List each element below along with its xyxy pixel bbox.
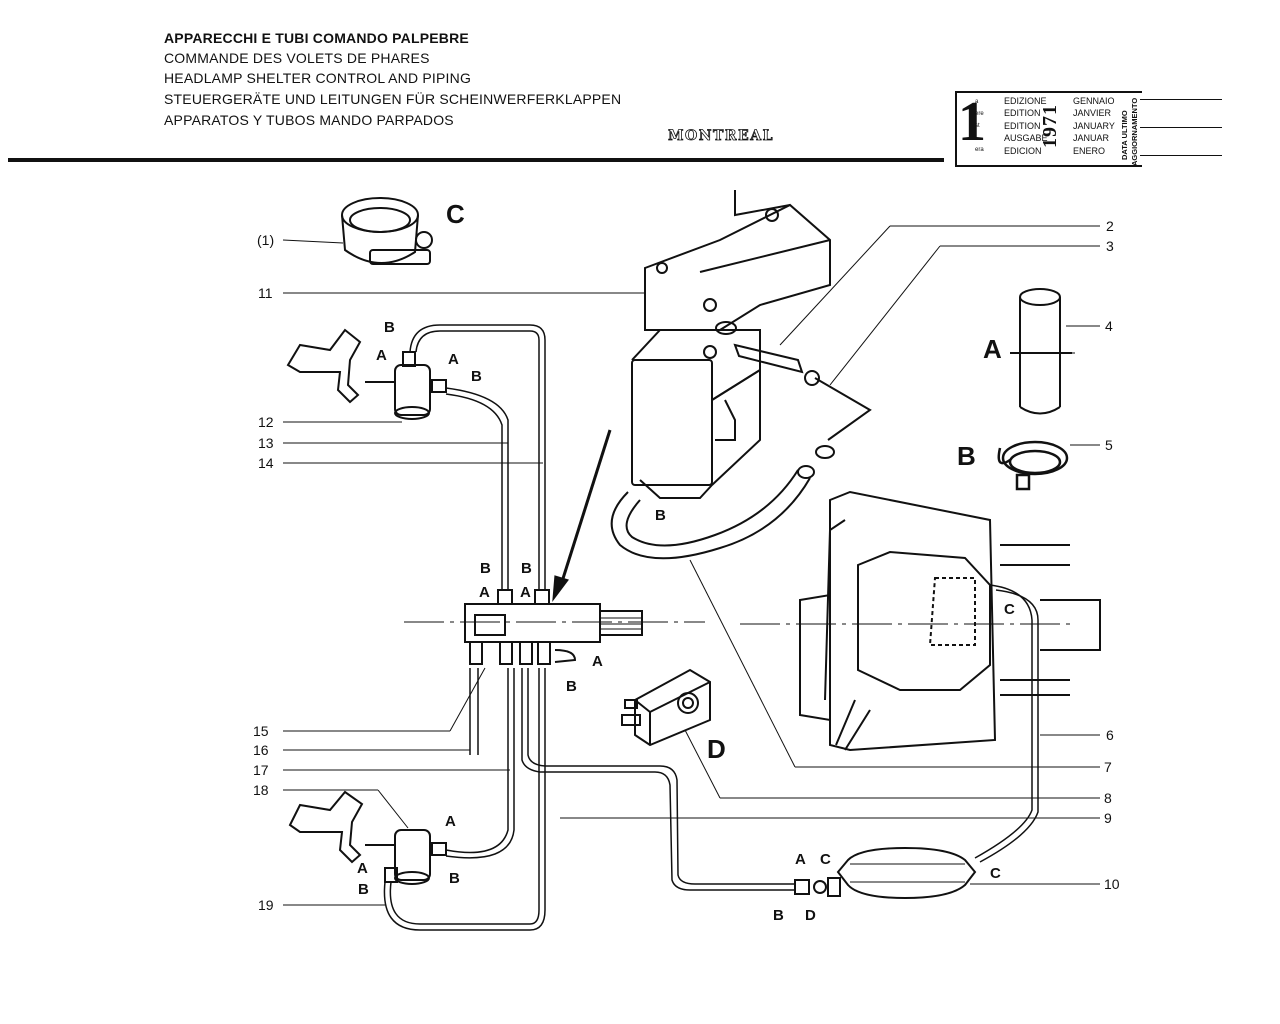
update-line bbox=[1140, 155, 1222, 156]
suffix: . bbox=[975, 135, 977, 141]
vacuum-actuator-lower bbox=[288, 790, 447, 885]
fitting-label: C bbox=[990, 865, 1001, 882]
fitting-label: B bbox=[384, 319, 395, 336]
leader-lines bbox=[282, 225, 1100, 906]
edition-suffixes: a ere st . era bbox=[975, 96, 984, 156]
fitting-label: C bbox=[820, 851, 831, 868]
vacuum-pipes bbox=[383, 324, 1039, 931]
callout-11: 11 bbox=[258, 285, 273, 301]
edition-month: JANUAR bbox=[1073, 133, 1110, 144]
fitting-label: B bbox=[449, 870, 460, 887]
callout-9: 9 bbox=[1104, 810, 1112, 826]
callout-18: 18 bbox=[253, 782, 269, 798]
title-en: HEADLAMP SHELTER CONTROL AND PIPING bbox=[164, 70, 472, 86]
fitting-label: A bbox=[376, 347, 387, 364]
fitting-label: A bbox=[357, 860, 368, 877]
title-de: STEUERGERÄTE UND LEITUNGEN FÜR SCHEINWER… bbox=[164, 91, 622, 107]
title-fr: COMMANDE DES VOLETS DE PHARES bbox=[164, 50, 430, 66]
fitting-label: B bbox=[773, 907, 784, 924]
suffix: a bbox=[975, 99, 979, 105]
edition-number: 1 bbox=[958, 91, 986, 153]
callout-10: 10 bbox=[1104, 876, 1120, 892]
edition-word: EDICION bbox=[1004, 145, 1042, 156]
fitting-label: A bbox=[448, 351, 459, 368]
callout-7: 7 bbox=[1104, 759, 1112, 775]
detail-letter-b: B bbox=[957, 441, 976, 471]
callout-3: 3 bbox=[1106, 238, 1114, 254]
fitting-label: A bbox=[479, 584, 490, 601]
edition-words: EDIZIONE EDITION EDITION AUSGABE EDICION bbox=[1004, 95, 1048, 157]
callout-2: 2 bbox=[1106, 218, 1114, 234]
check-valve-d bbox=[621, 668, 711, 747]
callout-15: 15 bbox=[253, 723, 269, 739]
suffix: st bbox=[975, 123, 980, 129]
callout-4: 4 bbox=[1105, 318, 1113, 334]
edition-months: GENNAIO JANVIER JANUARY JANUAR ENERO bbox=[1073, 95, 1115, 157]
edition-word: EDITION bbox=[1004, 108, 1041, 119]
edition-word: EDIZIONE bbox=[1004, 96, 1047, 106]
update-line bbox=[1140, 99, 1222, 100]
fitting-label: B bbox=[566, 678, 577, 695]
fitting-label: B bbox=[471, 368, 482, 385]
suffix: ere bbox=[975, 111, 984, 117]
rubber-sleeve-a bbox=[1010, 288, 1072, 415]
headlamp-assembly bbox=[799, 490, 1101, 752]
update-line bbox=[1140, 127, 1222, 128]
edition-month: JANVIER bbox=[1073, 108, 1112, 119]
vacuum-actuator-upper bbox=[286, 328, 447, 420]
fitting-label: A bbox=[520, 584, 531, 601]
control-valve-body bbox=[631, 190, 831, 499]
edition-month: ENERO bbox=[1073, 145, 1106, 156]
fitting-label: A bbox=[592, 653, 603, 670]
fitting-label: B bbox=[358, 881, 369, 898]
brand-logo: MONTREAL bbox=[668, 128, 774, 145]
fitting-label: B bbox=[480, 560, 491, 577]
callout-14: 14 bbox=[258, 455, 274, 471]
fitting-label: B bbox=[521, 560, 532, 577]
callout-6: 6 bbox=[1106, 727, 1114, 743]
fitting-label: A bbox=[445, 813, 456, 830]
fitting-label: D bbox=[805, 907, 816, 924]
header-rule bbox=[8, 158, 944, 162]
fitting-label: C bbox=[1004, 601, 1015, 618]
callout-1: (1) bbox=[257, 232, 275, 248]
edition-word: EDITION bbox=[1004, 120, 1041, 131]
hose-clamp-c bbox=[341, 197, 433, 265]
valve-hose bbox=[610, 465, 815, 560]
distributor-block bbox=[464, 589, 643, 665]
vacuum-reservoir bbox=[794, 846, 977, 900]
callout-13: 13 bbox=[258, 435, 274, 451]
edition-month: GENNAIO bbox=[1073, 96, 1115, 106]
callout-12: 12 bbox=[258, 414, 274, 430]
detail-letter-c: C bbox=[446, 199, 465, 229]
callout-16: 16 bbox=[253, 742, 269, 758]
callout-8: 8 bbox=[1104, 790, 1112, 806]
detail-letter-d: D bbox=[707, 734, 726, 764]
title-it: APPARECCHI E TUBI COMANDO PALPEBRE bbox=[164, 30, 469, 46]
edition-month: JANUARY bbox=[1073, 120, 1115, 131]
edition-box bbox=[955, 91, 1142, 167]
fitting-label: B bbox=[655, 507, 666, 524]
valve-pins bbox=[715, 321, 872, 459]
callout-19: 19 bbox=[258, 897, 274, 913]
suffix: era bbox=[975, 147, 984, 153]
pointer-arrow bbox=[552, 429, 612, 603]
callout-17: 17 bbox=[253, 762, 269, 778]
callout-5: 5 bbox=[1105, 437, 1113, 453]
title-es: APPARATOS Y TUBOS MANDO PARPADOS bbox=[164, 112, 454, 128]
detail-letter-a: A bbox=[983, 334, 1002, 364]
spring-clip-b bbox=[997, 440, 1069, 491]
fitting-label: A bbox=[795, 851, 806, 868]
edition-word: AUSGABE bbox=[1004, 133, 1048, 144]
